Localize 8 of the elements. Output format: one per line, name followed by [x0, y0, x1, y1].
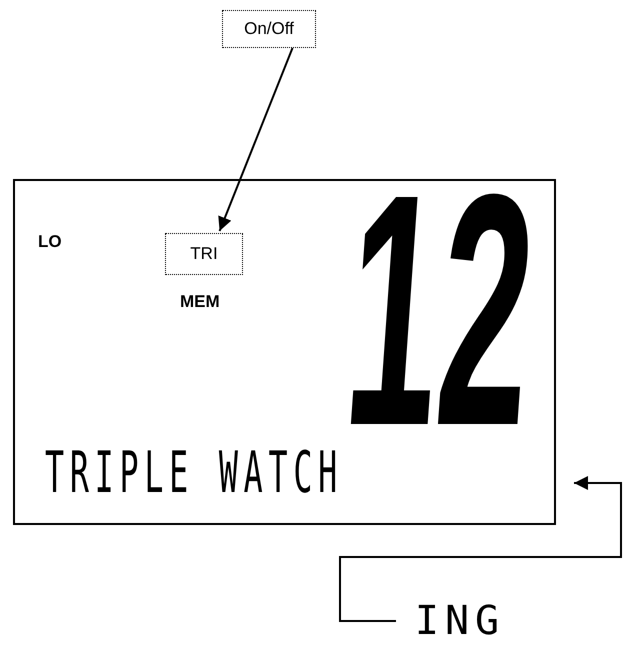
lcd-display-panel — [13, 179, 556, 525]
indicator-box: TRI — [165, 233, 243, 275]
segment-display-text: ING — [400, 592, 520, 650]
indicator-label: MEM — [180, 292, 220, 312]
arrow — [218, 48, 294, 232]
indicator-label: LO — [38, 232, 62, 252]
arrow — [339, 476, 622, 622]
callout-box: On/Off — [222, 10, 316, 48]
